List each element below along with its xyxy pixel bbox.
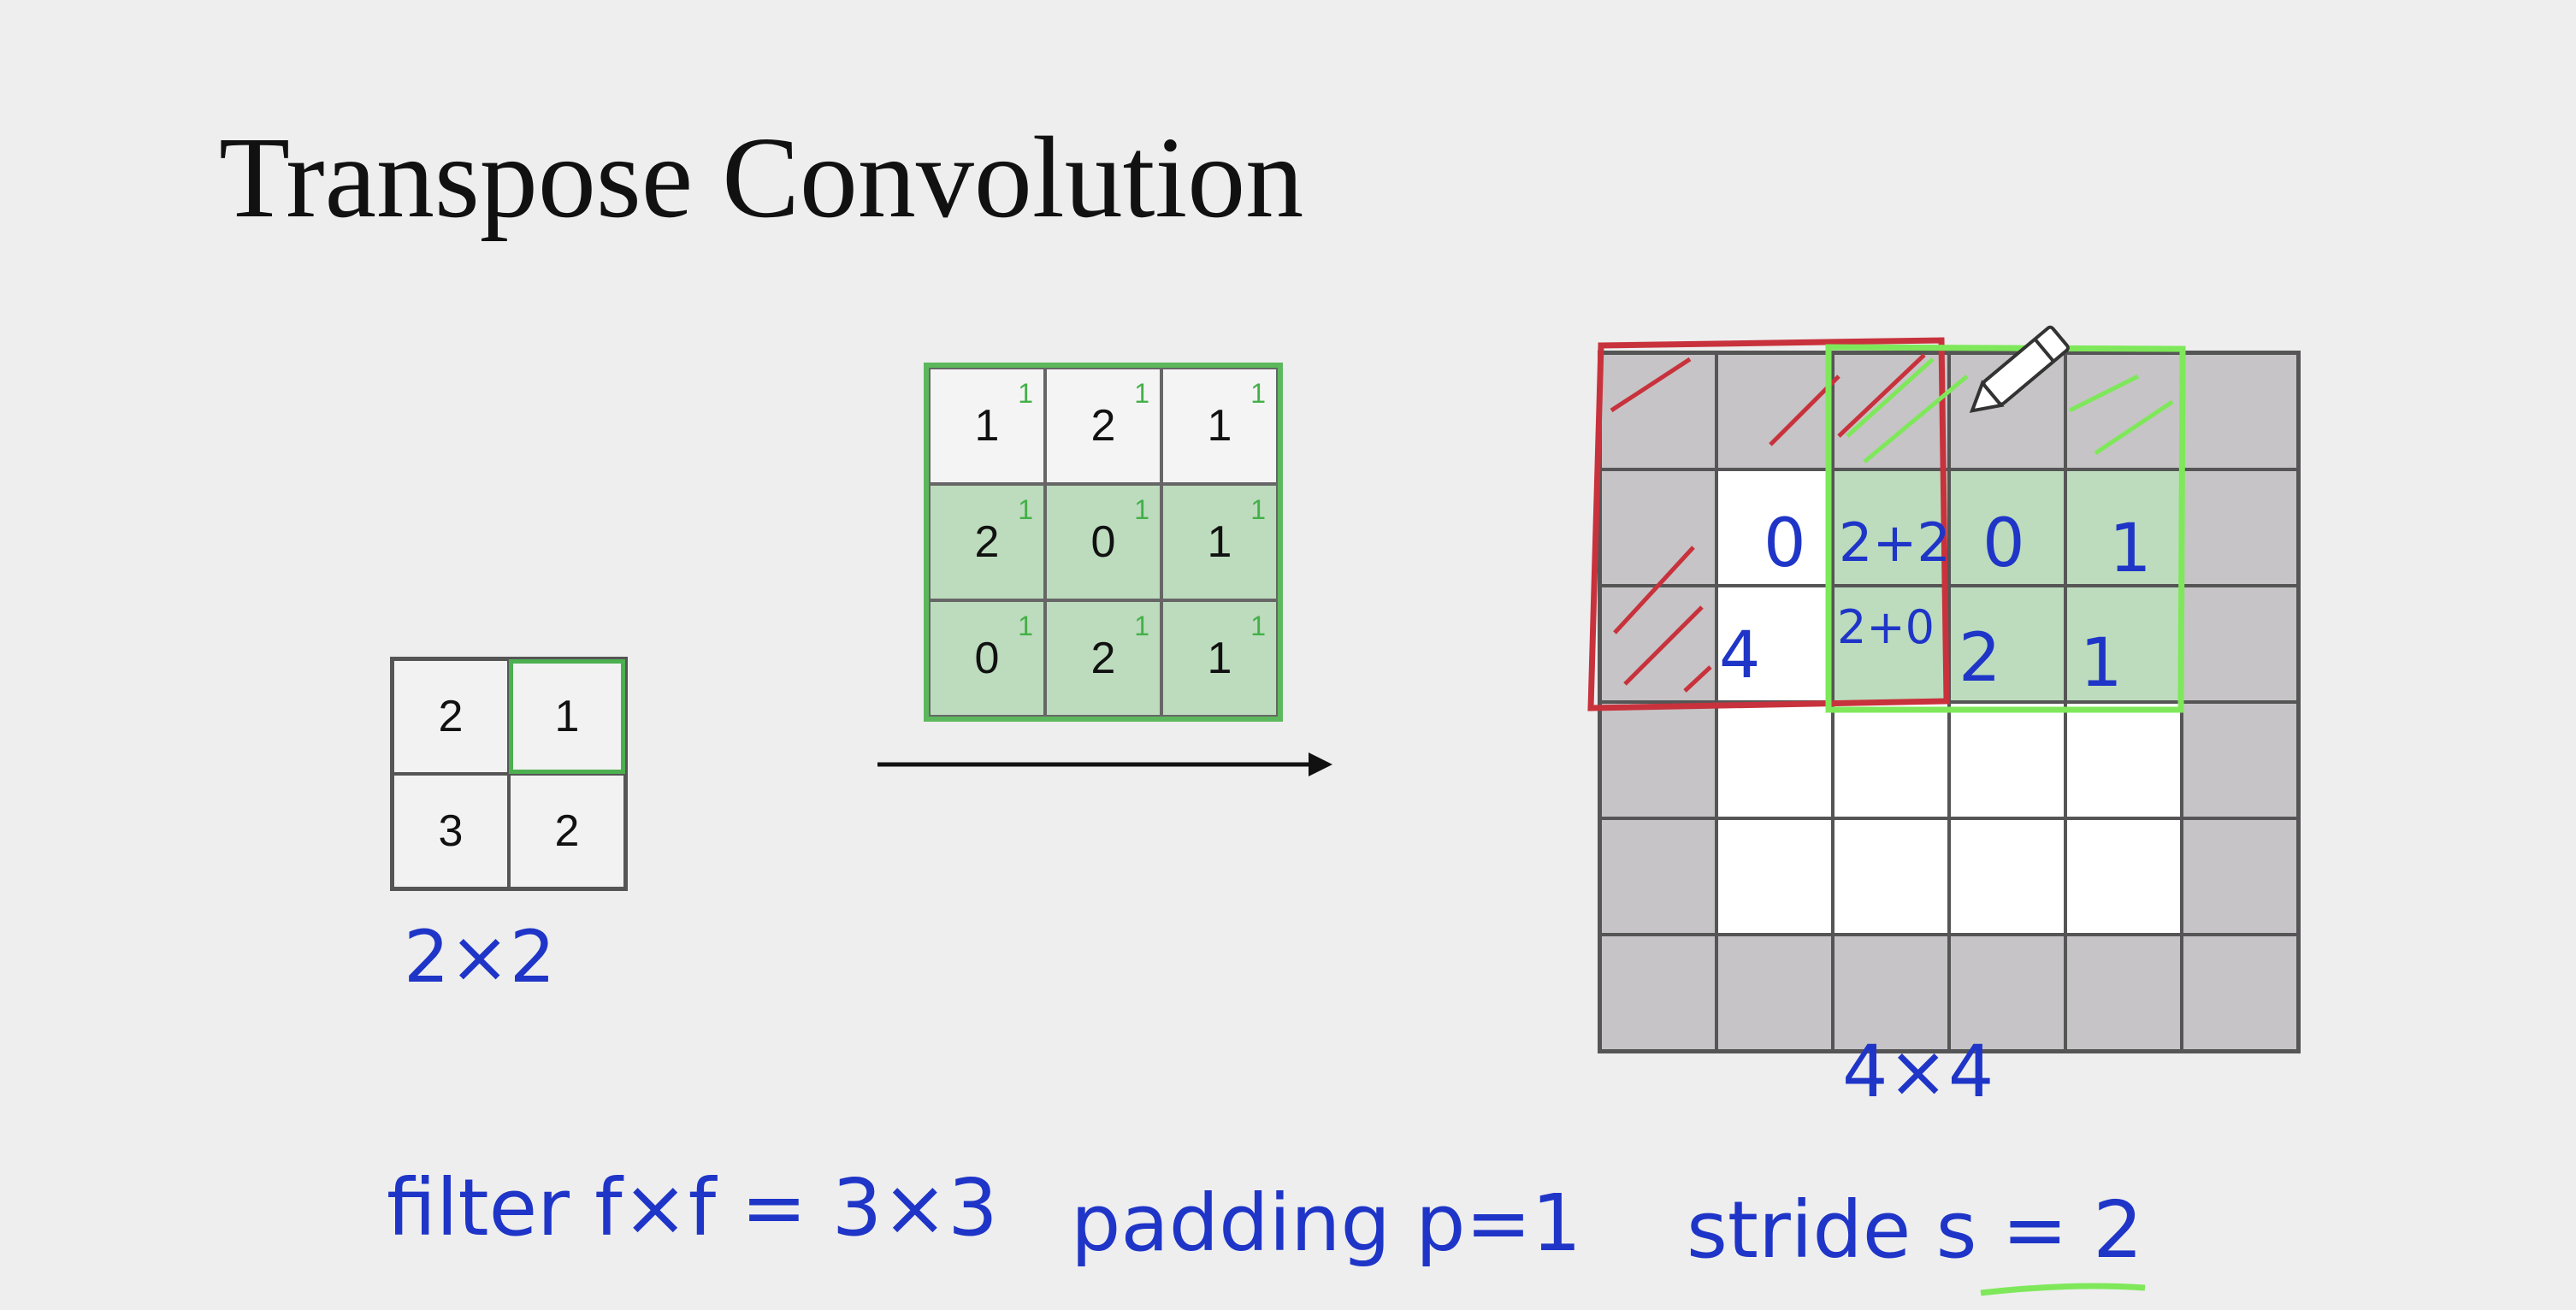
filter-superscript: 1 — [1134, 494, 1149, 525]
output-cell — [1833, 586, 1949, 702]
output-cell — [1833, 702, 1949, 818]
padding-note: padding p=1 — [1071, 1177, 1581, 1269]
output-annotation: 2 — [1959, 620, 2001, 697]
filter-superscript: 1 — [1250, 611, 1266, 641]
output-padding-cell — [1600, 935, 1716, 1051]
filter-superscript: 1 — [1250, 378, 1266, 409]
filter-value: 1 — [1207, 401, 1232, 451]
filter-superscript: 1 — [1250, 494, 1266, 525]
output-cell — [1833, 469, 1949, 586]
output-grid — [1598, 351, 2301, 1053]
stride-underline — [1980, 1283, 2146, 1296]
pencil-icon — [1969, 325, 2070, 413]
output-cell — [2065, 702, 2182, 818]
output-annotation: 0 — [1982, 505, 2025, 582]
stride-note: stride s = 2 — [1687, 1184, 2143, 1276]
input-cell: 2 — [509, 774, 625, 888]
output-cell — [1716, 818, 1833, 935]
filter-superscript: 1 — [1018, 494, 1033, 525]
output-cell — [1716, 702, 1833, 818]
output-annotation: 1 — [2109, 510, 2152, 587]
output-padding-cell — [1833, 353, 1949, 469]
filter-value: 1 — [1207, 517, 1232, 567]
filter-value: 0 — [974, 634, 1000, 683]
output-annotation: 1 — [2080, 625, 2123, 702]
output-padding-cell — [1716, 935, 1833, 1051]
output-cell — [1949, 702, 2065, 818]
filter-value: 1 — [1207, 634, 1232, 683]
input-cell: 3 — [393, 774, 509, 888]
output-cell — [1949, 818, 2065, 935]
output-padding-cell — [2182, 818, 2298, 935]
output-padding-cell — [2065, 353, 2182, 469]
output-size-label: 4×4 — [1842, 1030, 1994, 1113]
filter-note: filter f×f = 3×3 — [387, 1162, 998, 1254]
output-cell — [2065, 818, 2182, 935]
output-padding-cell — [1600, 702, 1716, 818]
output-padding-cell — [2182, 353, 2298, 469]
output-padding-cell — [2182, 935, 2298, 1051]
input-size-label: 2×2 — [404, 915, 555, 999]
output-cell — [1716, 586, 1833, 702]
output-cell — [1833, 818, 1949, 935]
filter-superscript: 1 — [1134, 378, 1149, 409]
output-padding-cell — [1600, 586, 1716, 702]
output-annotation: 2+2 — [1839, 511, 1951, 574]
output-padding-cell — [1716, 353, 1833, 469]
output-cell — [1949, 469, 2065, 586]
output-padding-cell — [2065, 935, 2182, 1051]
output-padding-cell — [2182, 702, 2298, 818]
filter-value: 0 — [1090, 517, 1116, 567]
filter-value: 2 — [974, 517, 1000, 567]
input-cell: 2 — [393, 659, 509, 774]
filter-value: 2 — [1090, 634, 1116, 683]
output-padding-cell — [1833, 935, 1949, 1051]
red-highlight-box — [1587, 337, 1950, 711]
page-title: Transpose Convolution — [219, 114, 1304, 242]
filter-value: 1 — [974, 401, 1000, 451]
input-cell-highlighted: 1 — [509, 659, 625, 774]
filter-value: 2 — [1090, 401, 1116, 451]
output-cell — [1949, 586, 2065, 702]
output-annotation: 0 — [1764, 505, 1806, 582]
filter-superscript: 1 — [1018, 378, 1033, 409]
arrow-right-icon — [877, 752, 1332, 776]
output-padding-cell — [1600, 353, 1716, 469]
output-cell — [2065, 469, 2182, 586]
output-annotation: 4 — [1719, 617, 1760, 693]
output-padding-cell — [1949, 935, 2065, 1051]
input-matrix: 2 1 3 2 — [390, 657, 628, 891]
output-annotation: 2+0 — [1837, 600, 1935, 654]
output-padding-cell — [1600, 818, 1716, 935]
filter-superscript: 1 — [1134, 611, 1149, 641]
output-cell — [1716, 469, 1833, 586]
filter-superscript: 1 — [1018, 611, 1033, 641]
